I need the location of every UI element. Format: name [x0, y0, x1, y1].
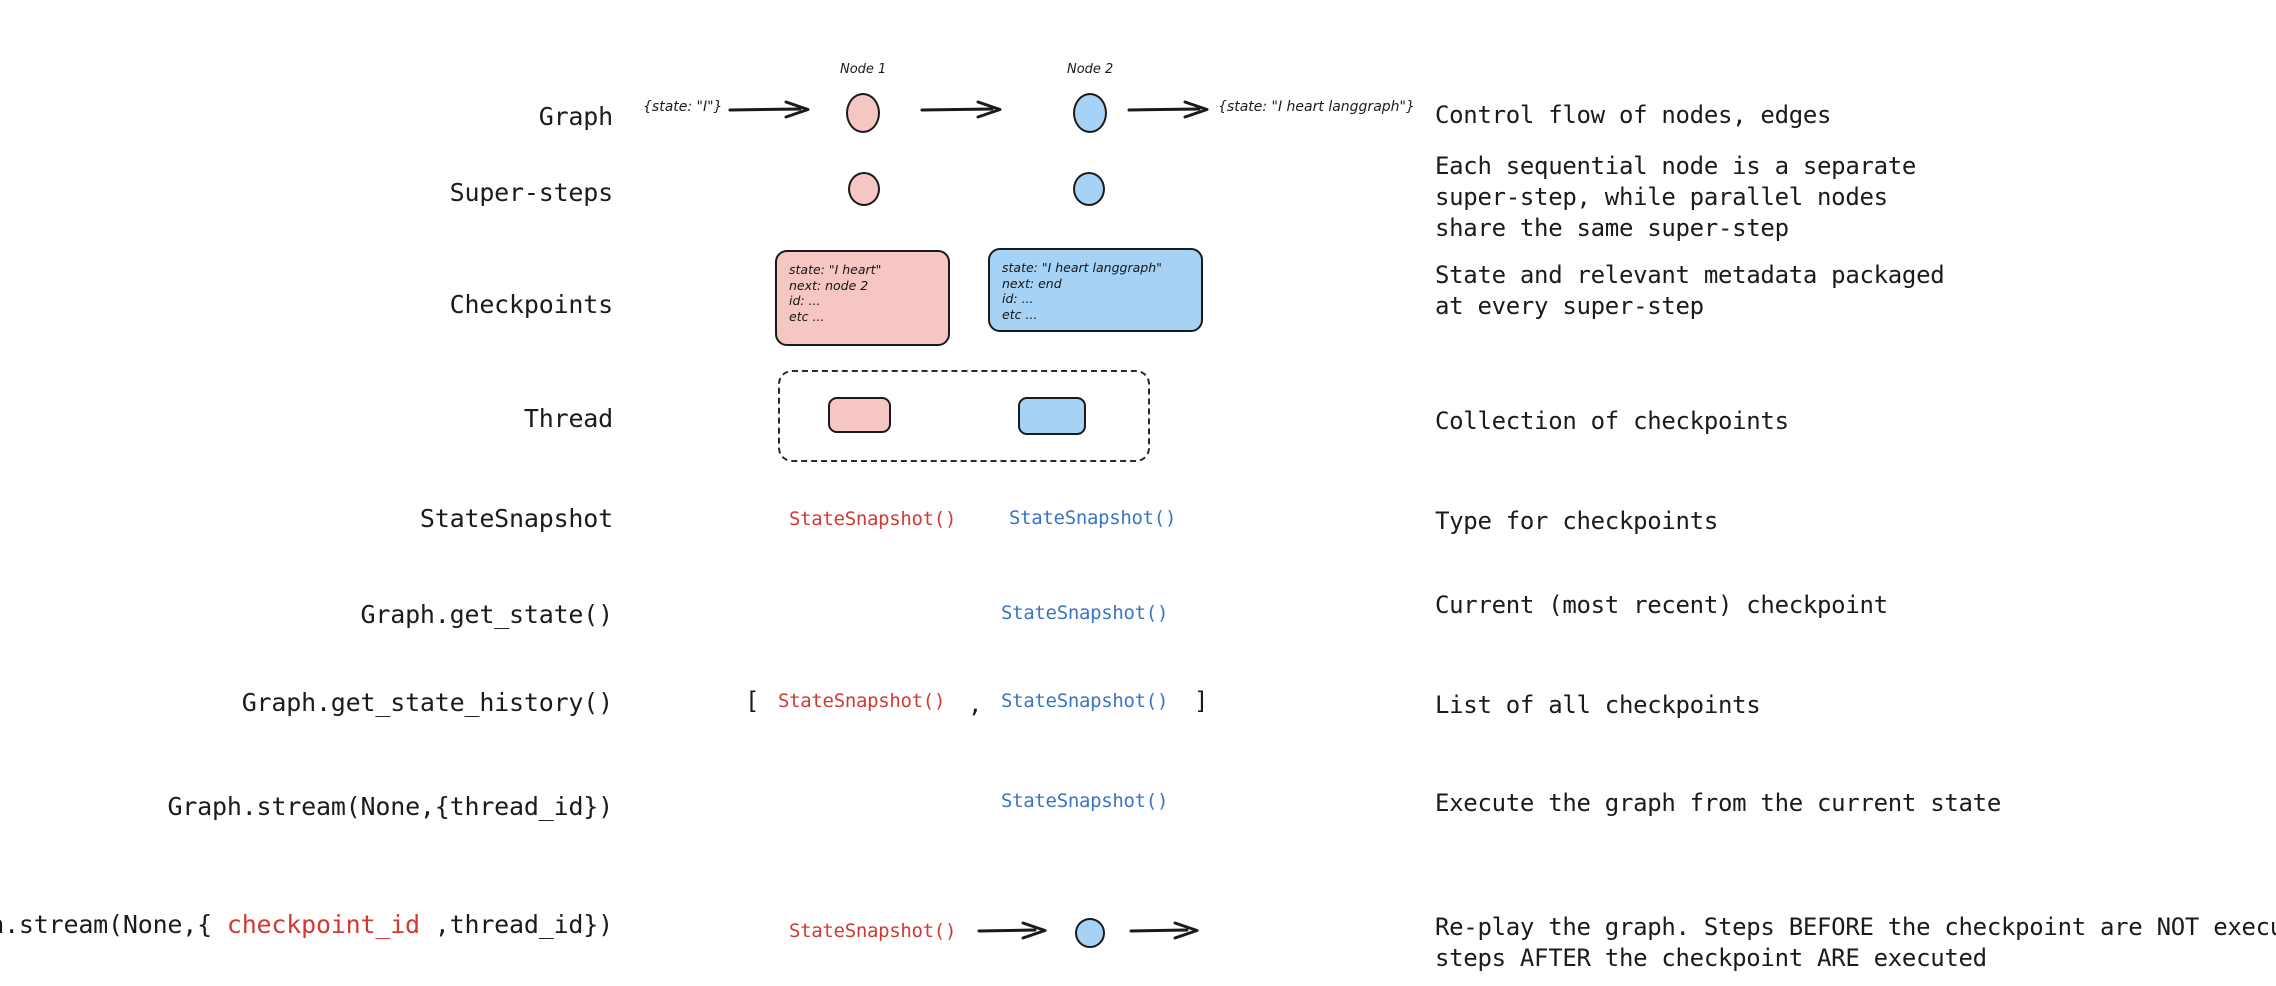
desc-checkpoints: State and relevant metadata packaged at … [1435, 261, 1945, 320]
snapshot-history-blue: StateSnapshot() [1001, 690, 1169, 712]
node2-label: Node 2 [1067, 62, 1114, 77]
checkpoint-box-pink: state: "I heart" next: node 2 id: ... et… [775, 250, 950, 346]
desc-get-state-history: List of all checkpoints [1435, 691, 1761, 719]
arrow-icon-3 [1127, 100, 1209, 119]
arrow-icon-4 [977, 921, 1047, 940]
node1-circle [846, 93, 880, 133]
desc-statesnapshot: Type for checkpoints [1435, 507, 1718, 535]
desc-stream-checkpoint: Re-play the graph. Steps BEFORE the chec… [1435, 913, 2276, 972]
row-label-super-steps: Super-steps [449, 178, 614, 207]
row-label-stream-checkpoint: Graph.stream(None,{ checkpoint_id ,threa… [0, 910, 613, 939]
input-state-label: {state: "I"} [643, 99, 723, 115]
snapshot-stream-thread: StateSnapshot() [1001, 790, 1169, 812]
thread-dashed-box [778, 370, 1150, 462]
thread-checkpoint-blue [1018, 397, 1086, 435]
checkpoint-pink-line2: next: node 2 [789, 277, 869, 293]
arrow-icon-1 [728, 100, 810, 119]
desc-stream-thread: Execute the graph from the current state [1435, 789, 2001, 817]
checkpoint-pink-line1: state: "I heart" [789, 262, 882, 277]
row-label-stream-thread: Graph.stream(None,{thread_id}) [167, 792, 613, 821]
checkpoint-blue-line4: etc ... [1002, 306, 1038, 322]
desc-super-steps: Each sequential node is a separate super… [1435, 152, 1917, 242]
row-label-graph: Graph [538, 102, 613, 131]
desc-graph: Control flow of nodes, edges [1435, 101, 1832, 129]
checkpoint-pink-line3: id: ... [789, 293, 821, 308]
list-open-bracket: [ [745, 687, 760, 715]
row-label-thread: Thread [523, 404, 613, 433]
list-close-bracket: ] [1194, 687, 1209, 715]
checkpoint-box-blue: state: "I heart langgraph" next: end id:… [988, 248, 1203, 332]
desc-thread: Collection of checkpoints [1435, 407, 1789, 435]
stream-prefix: Graph.stream(None,{ [0, 910, 212, 939]
snapshot-blue-type: StateSnapshot() [1009, 507, 1177, 529]
list-comma: , [968, 690, 983, 718]
checkpoint-blue-line1: state: "I heart langgraph" [1002, 260, 1162, 275]
replay-node-circle [1075, 918, 1105, 948]
superstep-circle-1 [848, 172, 880, 206]
output-state-label: {state: "I heart langgraph"} [1218, 99, 1415, 115]
arrow-icon-5 [1129, 921, 1199, 940]
thread-checkpoint-pink [828, 397, 891, 433]
checkpoint-id-token: checkpoint_id [226, 910, 420, 939]
desc-get-state: Current (most recent) checkpoint [1435, 591, 1888, 619]
row-label-get-state: Graph.get_state() [360, 600, 614, 629]
checkpoint-blue-line2: next: end [1002, 275, 1062, 291]
row-label-checkpoints: Checkpoints [449, 290, 614, 319]
snapshot-replay-red: StateSnapshot() [789, 920, 957, 942]
superstep-circle-2 [1073, 172, 1105, 206]
checkpoint-pink-line4: etc ... [789, 308, 825, 324]
arrow-icon-2 [920, 100, 1002, 119]
row-label-get-state-history: Graph.get_state_history() [241, 688, 613, 717]
snapshot-history-red: StateSnapshot() [778, 690, 946, 712]
stream-suffix: ,thread_id}) [419, 910, 613, 939]
checkpoint-blue-line3: id: ... [1002, 291, 1034, 306]
snapshot-red-type: StateSnapshot() [789, 508, 957, 530]
row-label-statesnapshot: StateSnapshot [419, 504, 613, 533]
node2-circle [1073, 93, 1107, 133]
snapshot-get-state: StateSnapshot() [1001, 602, 1169, 624]
node1-label: Node 1 [840, 62, 887, 77]
